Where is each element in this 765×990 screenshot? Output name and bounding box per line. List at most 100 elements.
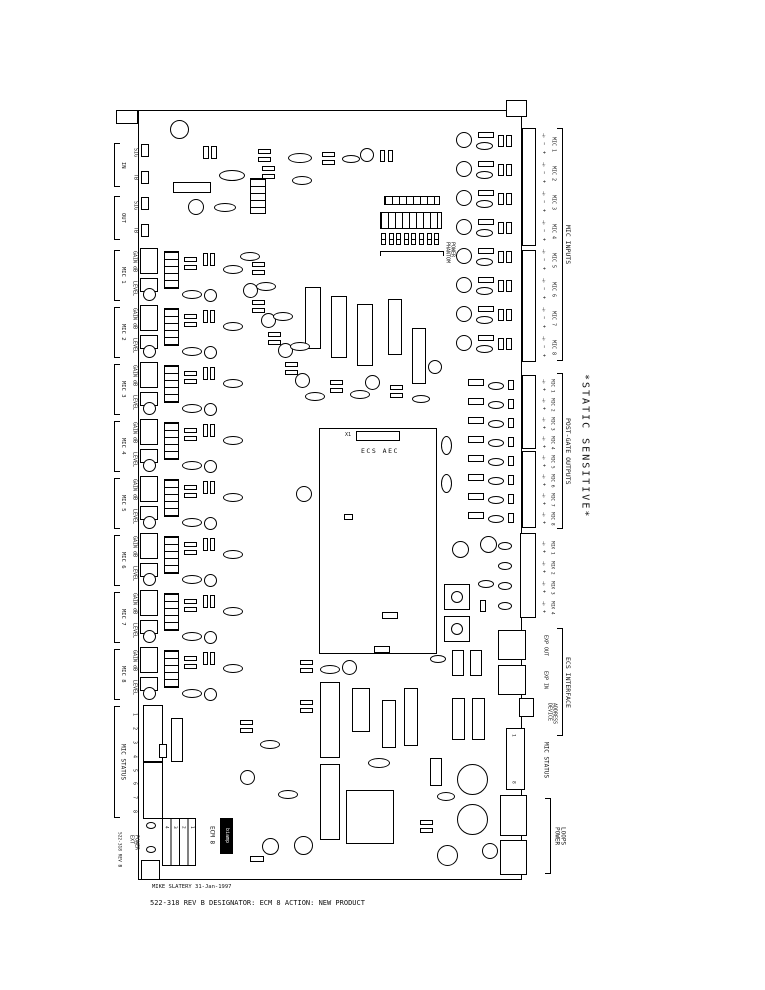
channel-name: MIC 4 [549,435,555,450]
corner-tab [506,100,527,117]
component [182,632,202,641]
component [456,306,472,322]
channel-name: MIC 6 [119,552,126,569]
channel-label-row: MIC 6 GAIN dB LEVEL [112,532,142,589]
bracket [114,535,120,586]
component [204,289,217,302]
device-address-switch [519,698,534,717]
channel-components-row [139,589,274,646]
component [305,392,325,401]
component [143,630,156,643]
ecs-aec-label: ECS AEC [361,447,399,455]
level-label: LEVEL [131,566,138,582]
component [390,393,403,398]
board-outline [138,110,522,880]
channel-name: MIC 1 [550,136,557,153]
component [300,668,313,673]
component [444,616,470,642]
terminal-gnd: ⏚ [540,335,547,341]
channel-name: MIC 2 [550,165,557,182]
channel-label-row: MIC 7 GAIN dB LEVEL [112,589,142,646]
terminal-pos: + [540,151,547,155]
component [173,182,211,193]
component [143,402,156,415]
terminal-gnd: ⏚ [540,454,547,460]
component [437,845,458,866]
terminal-neg: − [540,142,547,146]
terminal-pos: + [540,296,547,300]
component [404,688,418,746]
terminal-gnd: ⏚ [540,378,547,384]
jumper [388,233,394,245]
gain-label: GAIN dB [131,593,138,615]
channel-name: MIX 1 [549,541,555,555]
component [292,176,312,185]
component [188,199,204,215]
component [506,251,512,263]
component [182,347,202,356]
io-pin-tb: TB [132,174,139,181]
component [498,562,512,570]
terminal-pos: + [540,521,547,525]
jumper [434,233,440,245]
channel-components-row [139,475,274,532]
component [258,149,271,154]
component [480,600,486,612]
terminal-gnd: ⏚ [540,473,547,479]
component [143,345,156,358]
component [184,493,197,498]
channel-name: MIC 5 [119,495,126,512]
component [498,280,504,292]
channel-name: MIC 2 [549,397,555,412]
component [164,365,179,403]
component [204,517,217,530]
component [260,740,280,749]
terminal-gnd: ⏚ [540,580,547,586]
exp-out-jack [498,630,526,660]
bracket [114,250,120,301]
component [506,164,512,176]
io-name: OUT [119,213,126,223]
terminal-gnd: ⏚ [540,161,547,167]
bracket [380,251,444,256]
terminal-pos: + [540,267,547,271]
component [488,496,504,504]
io-pin-sig: SIG [132,200,139,211]
component [482,843,498,859]
channel-label-row: MIC 5 GAIN dB LEVEL [112,475,142,532]
component [295,373,310,388]
component [506,338,512,350]
component [219,170,245,181]
component [452,541,469,558]
gain-label: GAIN dB [131,650,138,672]
channel-name: MIC 8 [549,511,555,526]
component [223,265,243,274]
component [203,146,209,159]
channel-name: MIC 5 [550,252,557,269]
channel-components-row [139,532,274,589]
terminal-pos: + [540,209,547,213]
component [184,485,197,490]
component [211,146,217,159]
component [476,316,493,324]
terminal-gnd: ⏚ [540,190,547,196]
bracket [557,628,563,736]
component [488,477,504,485]
pin-number: 1 [131,712,138,716]
component [498,582,512,590]
component [203,253,208,266]
component [488,458,504,466]
component [476,258,493,266]
component [288,153,312,163]
mic-status-right-title: MIC STATUS [542,741,550,779]
component [476,171,493,179]
component [210,310,215,323]
component [506,135,512,147]
channel-name: MIC 6 [550,281,557,298]
component [322,152,335,157]
component [184,379,197,384]
component [143,762,163,819]
terminal-pos: + [540,325,547,329]
component [368,758,390,768]
component [203,367,208,380]
